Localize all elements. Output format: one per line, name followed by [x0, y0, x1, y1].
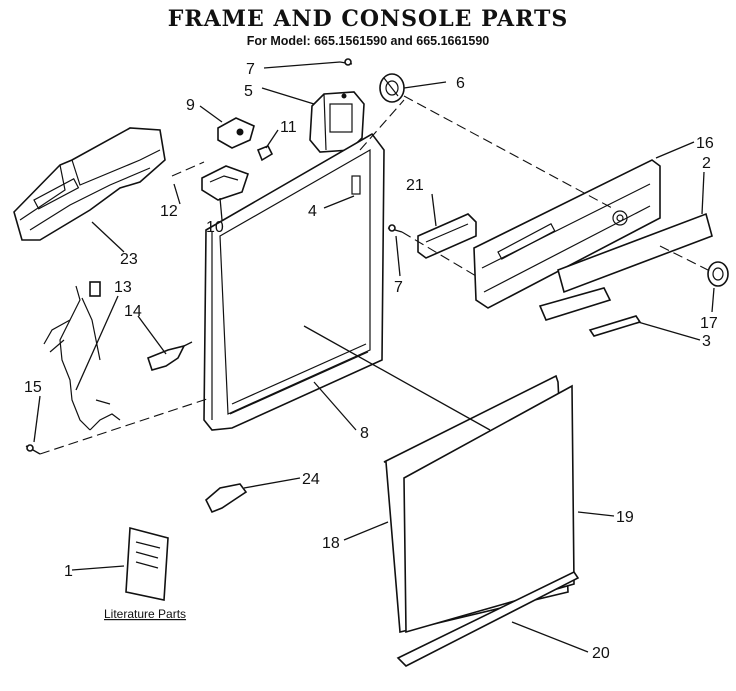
callout-8: 8 — [360, 425, 369, 442]
literature-parts-label: Literature Parts — [104, 607, 186, 621]
part-11-connector[interactable] — [256, 144, 274, 162]
part-19-door-panel[interactable] — [403, 384, 575, 634]
callout-labels: 7 5 6 9 11 12 10 23 4 21 7 16 2 17 3 13 … — [24, 61, 718, 662]
callout-4: 4 — [308, 203, 317, 220]
page-title: FRAME AND CONSOLE PARTS — [167, 6, 569, 32]
callout-15: 15 — [24, 379, 42, 396]
callout-24: 24 — [302, 471, 320, 488]
part-5-timer-module[interactable] — [309, 91, 365, 153]
callout-13: 13 — [114, 279, 132, 296]
model-subtitle: For Model: 665.1561590 and 665.1661590 — [246, 34, 490, 48]
callout-14: 14 — [124, 303, 142, 320]
part-1-literature[interactable] — [125, 526, 169, 601]
callout-6: 6 — [456, 75, 465, 92]
part-17-knob[interactable] — [707, 261, 729, 287]
callout-9: 9 — [186, 97, 195, 114]
callout-10: 10 — [206, 219, 224, 236]
part-21-bracket[interactable] — [417, 213, 477, 259]
part-10-bracket[interactable] — [201, 165, 250, 201]
part-12-screw[interactable] — [171, 161, 205, 177]
part-14-thermistor[interactable] — [147, 341, 193, 371]
part-3-strip[interactable] — [538, 287, 642, 337]
callout-23: 23 — [120, 251, 138, 268]
callout-7-side: 7 — [394, 279, 403, 296]
callout-18: 18 — [322, 535, 340, 552]
callout-19: 19 — [616, 509, 634, 526]
part-8-frame-bottom[interactable] — [229, 343, 369, 415]
callout-16: 16 — [696, 135, 714, 152]
part-20-door-trim[interactable] — [396, 570, 580, 667]
part-24-clip[interactable] — [205, 483, 248, 514]
callout-12: 12 — [160, 203, 178, 220]
callout-17: 17 — [700, 315, 718, 332]
part-13-wire-harness[interactable] — [43, 281, 121, 431]
callout-2: 2 — [702, 155, 711, 172]
part-6-knob[interactable] — [379, 73, 405, 103]
part-7-screw-side[interactable] — [387, 224, 403, 233]
part-16-console-panel[interactable] — [473, 159, 661, 309]
callout-5: 5 — [244, 83, 253, 100]
part-23-lower-panel[interactable] — [13, 127, 166, 241]
part-15-screw[interactable] — [25, 444, 41, 455]
callout-11: 11 — [280, 119, 297, 136]
callout-21: 21 — [406, 177, 424, 194]
part-7-screw-top[interactable] — [339, 58, 353, 66]
callout-20: 20 — [592, 645, 610, 662]
callout-3: 3 — [702, 333, 711, 350]
callout-7-top: 7 — [246, 61, 255, 78]
part-9-switch[interactable] — [217, 117, 255, 149]
callout-1: 1 — [64, 563, 73, 580]
part-2-overlay[interactable] — [557, 212, 713, 294]
leader-lines — [33, 61, 715, 653]
